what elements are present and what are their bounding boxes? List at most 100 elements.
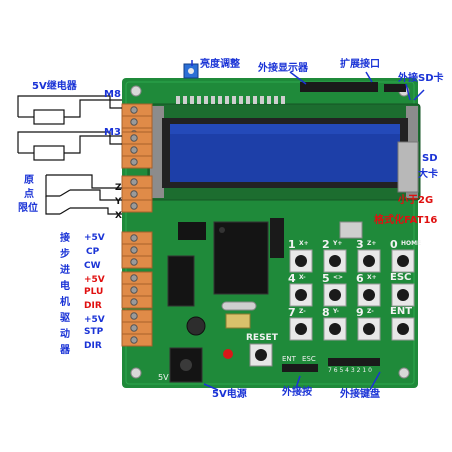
keypad-key-sublabel: Z- bbox=[299, 308, 306, 315]
sd-socket bbox=[339, 221, 363, 239]
pin-dir-2-label: DIR bbox=[84, 341, 102, 351]
keypad-button-cap bbox=[363, 323, 375, 335]
sd-label-1: SD bbox=[422, 153, 438, 164]
ext-port-label: 扩展接口 bbox=[340, 59, 380, 70]
driver-label-1: 接 bbox=[60, 233, 70, 244]
keypad-key-sublabel: <> bbox=[333, 274, 344, 281]
lcd-pin bbox=[190, 96, 194, 104]
terminal-screw bbox=[130, 146, 138, 154]
pin-plu-label: PLU bbox=[84, 287, 104, 297]
lcd-header-pins bbox=[176, 96, 285, 104]
keypad-key-sublabel: X+ bbox=[299, 240, 309, 247]
sd-format-label: 格式化FAT16 bbox=[374, 215, 438, 226]
terminal-screw bbox=[130, 246, 138, 254]
m8-label: M8 bbox=[104, 89, 121, 100]
keypad-key-sublabel: Y- bbox=[333, 308, 339, 315]
lcd-pin bbox=[246, 96, 250, 104]
fuse bbox=[225, 313, 251, 329]
lcd-pin bbox=[225, 96, 229, 104]
keypad-button-cap bbox=[397, 255, 409, 267]
driver-label-2: 步 bbox=[60, 249, 70, 260]
keypad-button-cap bbox=[295, 289, 307, 301]
driver-label-5: 机 bbox=[60, 297, 70, 308]
reset-button-cap bbox=[255, 349, 267, 361]
ent-pcb-label: ENT bbox=[282, 355, 296, 363]
keypad-key-sublabel: HOME bbox=[401, 240, 422, 247]
mcu-chip bbox=[213, 221, 269, 295]
lcd-pin bbox=[211, 96, 215, 104]
terminal-screw bbox=[130, 258, 138, 266]
header-strip bbox=[270, 218, 284, 258]
keypad-key-sublabel: Z+ bbox=[367, 240, 377, 247]
driver-chip bbox=[167, 255, 195, 307]
terminal-blocks bbox=[121, 103, 153, 347]
pin-stp-label: STP bbox=[84, 327, 104, 337]
ext-sd-label: 外接SD卡 bbox=[398, 73, 444, 84]
sd-card-slot bbox=[397, 141, 419, 193]
mount-hole-bl bbox=[130, 367, 142, 379]
pin-5v-1-label: +5V bbox=[84, 233, 105, 243]
lcd-pin bbox=[176, 96, 180, 104]
ext-keypad-label: 外接键盘 bbox=[340, 389, 380, 400]
esc-pcb-label: ESC bbox=[302, 355, 316, 363]
pin-cp-label: CP bbox=[86, 247, 100, 257]
mount-hole-tl bbox=[130, 85, 142, 97]
driver-label-7: 动 bbox=[60, 329, 70, 340]
keypad-key-label: 7 bbox=[288, 306, 296, 319]
relay-wiring bbox=[17, 95, 122, 215]
lcd-pin bbox=[218, 96, 222, 104]
keypad-button-cap bbox=[295, 323, 307, 335]
axis-z-label: Z bbox=[115, 183, 122, 193]
power-led bbox=[223, 349, 233, 359]
relay-label: 5V继电器 bbox=[32, 81, 77, 92]
keypad-key-sublabel: X+ bbox=[367, 274, 377, 281]
axis-x-label: X bbox=[115, 211, 122, 221]
terminal-screw bbox=[130, 336, 138, 344]
keypad-button-cap bbox=[397, 323, 409, 335]
small-chip bbox=[178, 222, 206, 240]
annotation-arrows bbox=[191, 60, 425, 391]
keypad-key-label: 9 bbox=[356, 306, 364, 319]
terminal-screw bbox=[130, 178, 138, 186]
pin-numbers-label: 7 6 5 4 3 2 1 0 bbox=[328, 367, 372, 374]
keypad-key-sublabel: X- bbox=[299, 274, 306, 281]
capacitor bbox=[186, 316, 206, 336]
keypad-key-sublabel: Y+ bbox=[333, 240, 343, 247]
lcd-pin bbox=[183, 96, 187, 104]
terminal-screw bbox=[130, 234, 138, 242]
terminal-screw bbox=[130, 134, 138, 142]
terminal-screw bbox=[130, 312, 138, 320]
terminal-screw bbox=[130, 158, 138, 166]
keypad-button-cap bbox=[363, 289, 375, 301]
pin-dir-1-label: DIR bbox=[84, 301, 102, 311]
crystal bbox=[221, 301, 257, 311]
terminal-screw bbox=[130, 324, 138, 332]
driver-label-6: 驱 bbox=[60, 313, 70, 324]
terminal-screw bbox=[130, 118, 138, 126]
keypad-button-cap bbox=[363, 255, 375, 267]
lcd-frame-left bbox=[150, 106, 164, 198]
driver-label-3: 进 bbox=[60, 265, 70, 276]
lcd-pin bbox=[204, 96, 208, 104]
axis-y-label: Y bbox=[115, 197, 122, 207]
power-jack-hole bbox=[180, 359, 192, 371]
mcu-notch bbox=[219, 227, 225, 233]
reset-label: RESET bbox=[246, 333, 278, 343]
keypad-key-sublabel: Z- bbox=[367, 308, 374, 315]
driver-label-8: 器 bbox=[60, 345, 70, 356]
origin-label-1: 原 bbox=[24, 175, 34, 186]
terminal-screw bbox=[130, 286, 138, 294]
keypad-button-cap bbox=[329, 255, 341, 267]
keypad-key-label: 0 bbox=[390, 238, 398, 251]
pin-5v-2-label: +5V bbox=[84, 275, 105, 285]
pin-5v-3-label: +5V bbox=[84, 315, 105, 325]
m3-label: M3 bbox=[104, 127, 121, 138]
terminal-screw bbox=[130, 190, 138, 198]
ext-display-label: 外接显示器 bbox=[258, 63, 308, 74]
lcd-pin bbox=[197, 96, 201, 104]
lcd-pin bbox=[281, 96, 285, 104]
ext-buttons-label: 外接按 bbox=[282, 387, 312, 398]
ext-display-header bbox=[300, 82, 378, 92]
ext-button-header bbox=[282, 364, 318, 372]
